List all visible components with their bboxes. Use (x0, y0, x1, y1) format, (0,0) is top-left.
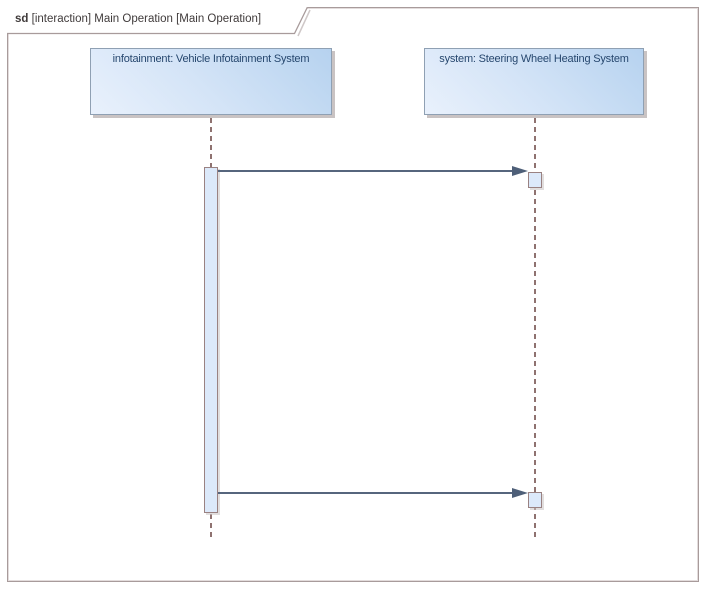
lifeline-label: system: Steering Wheel Heating System (439, 53, 629, 65)
frame-title: sd [interaction] Main Operation [Main Op… (15, 13, 261, 25)
activation-bar-system-2[interactable] (528, 492, 542, 508)
lifeline-head-system[interactable]: system: Steering Wheel Heating System (424, 48, 644, 115)
message-2-arrowhead-icon (512, 488, 528, 498)
activation-bar-system-1[interactable] (528, 172, 542, 188)
lifeline-head-infotainment[interactable]: infotainment: Vehicle Infotainment Syste… (90, 48, 332, 115)
lifeline-label: infotainment: Vehicle Infotainment Syste… (112, 53, 310, 65)
activation-bar-infotainment[interactable] (204, 167, 218, 513)
frame-keyword: sd (15, 13, 29, 25)
message-1-arrowhead-icon (512, 166, 528, 176)
lifeline-dashed-system (534, 118, 536, 538)
frame-title-text: [interaction] Main Operation [Main Opera… (31, 13, 262, 25)
message-1-line[interactable] (218, 170, 513, 172)
message-2-line[interactable] (218, 492, 513, 494)
pentagon-shape-icon (7, 7, 311, 37)
frame-title-pentagon: sd [interaction] Main Operation [Main Op… (7, 7, 313, 37)
